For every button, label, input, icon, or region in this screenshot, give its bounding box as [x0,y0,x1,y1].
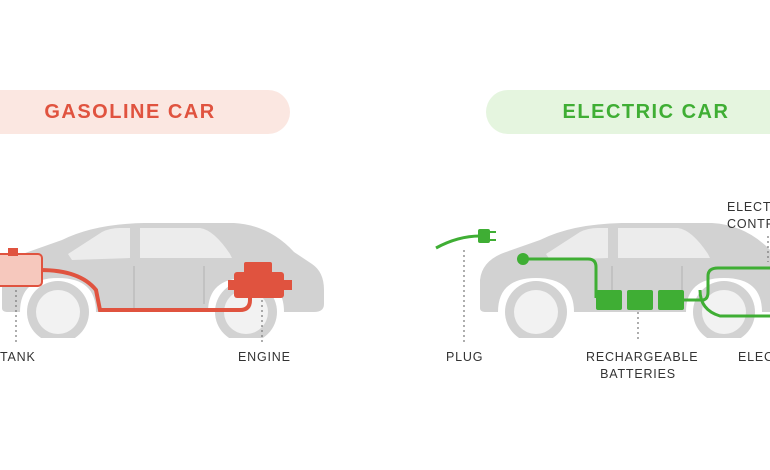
gasoline-car-title: GASOLINE CAR [44,100,216,123]
motor-line [698,289,770,318]
power-line [684,266,770,302]
controller-label-line1: ELECTI [727,200,770,214]
motor-label: ELEC [738,350,770,364]
controller-label: ELECTI CONTR [727,199,770,233]
engine-label: ENGINE [238,350,291,364]
electric-car-body [479,222,770,338]
electric-car [435,222,770,342]
plug-icon [435,229,496,250]
plug-label: PLUG [446,350,484,364]
gasoline-car [0,222,325,342]
charge-cable [523,257,598,298]
battery-pack-icon [596,290,684,310]
batteries-label-line2: BATTERIES [600,367,676,381]
tank-label: TANK [0,350,36,364]
controller-label-line2: CONTR [727,217,770,231]
electric-car-title: ELECTRIC CAR [562,100,730,123]
electric-car-heading: ELECTRIC CAR [486,90,770,134]
fuel-line [39,268,252,312]
batteries-label: RECHARGEABLE BATTERIES [586,349,699,383]
fuel-tank-icon [0,248,43,287]
batteries-label-line1: RECHARGEABLE [586,350,699,364]
gasoline-car-heading: GASOLINE CAR [0,90,290,134]
engine-icon [228,262,292,298]
